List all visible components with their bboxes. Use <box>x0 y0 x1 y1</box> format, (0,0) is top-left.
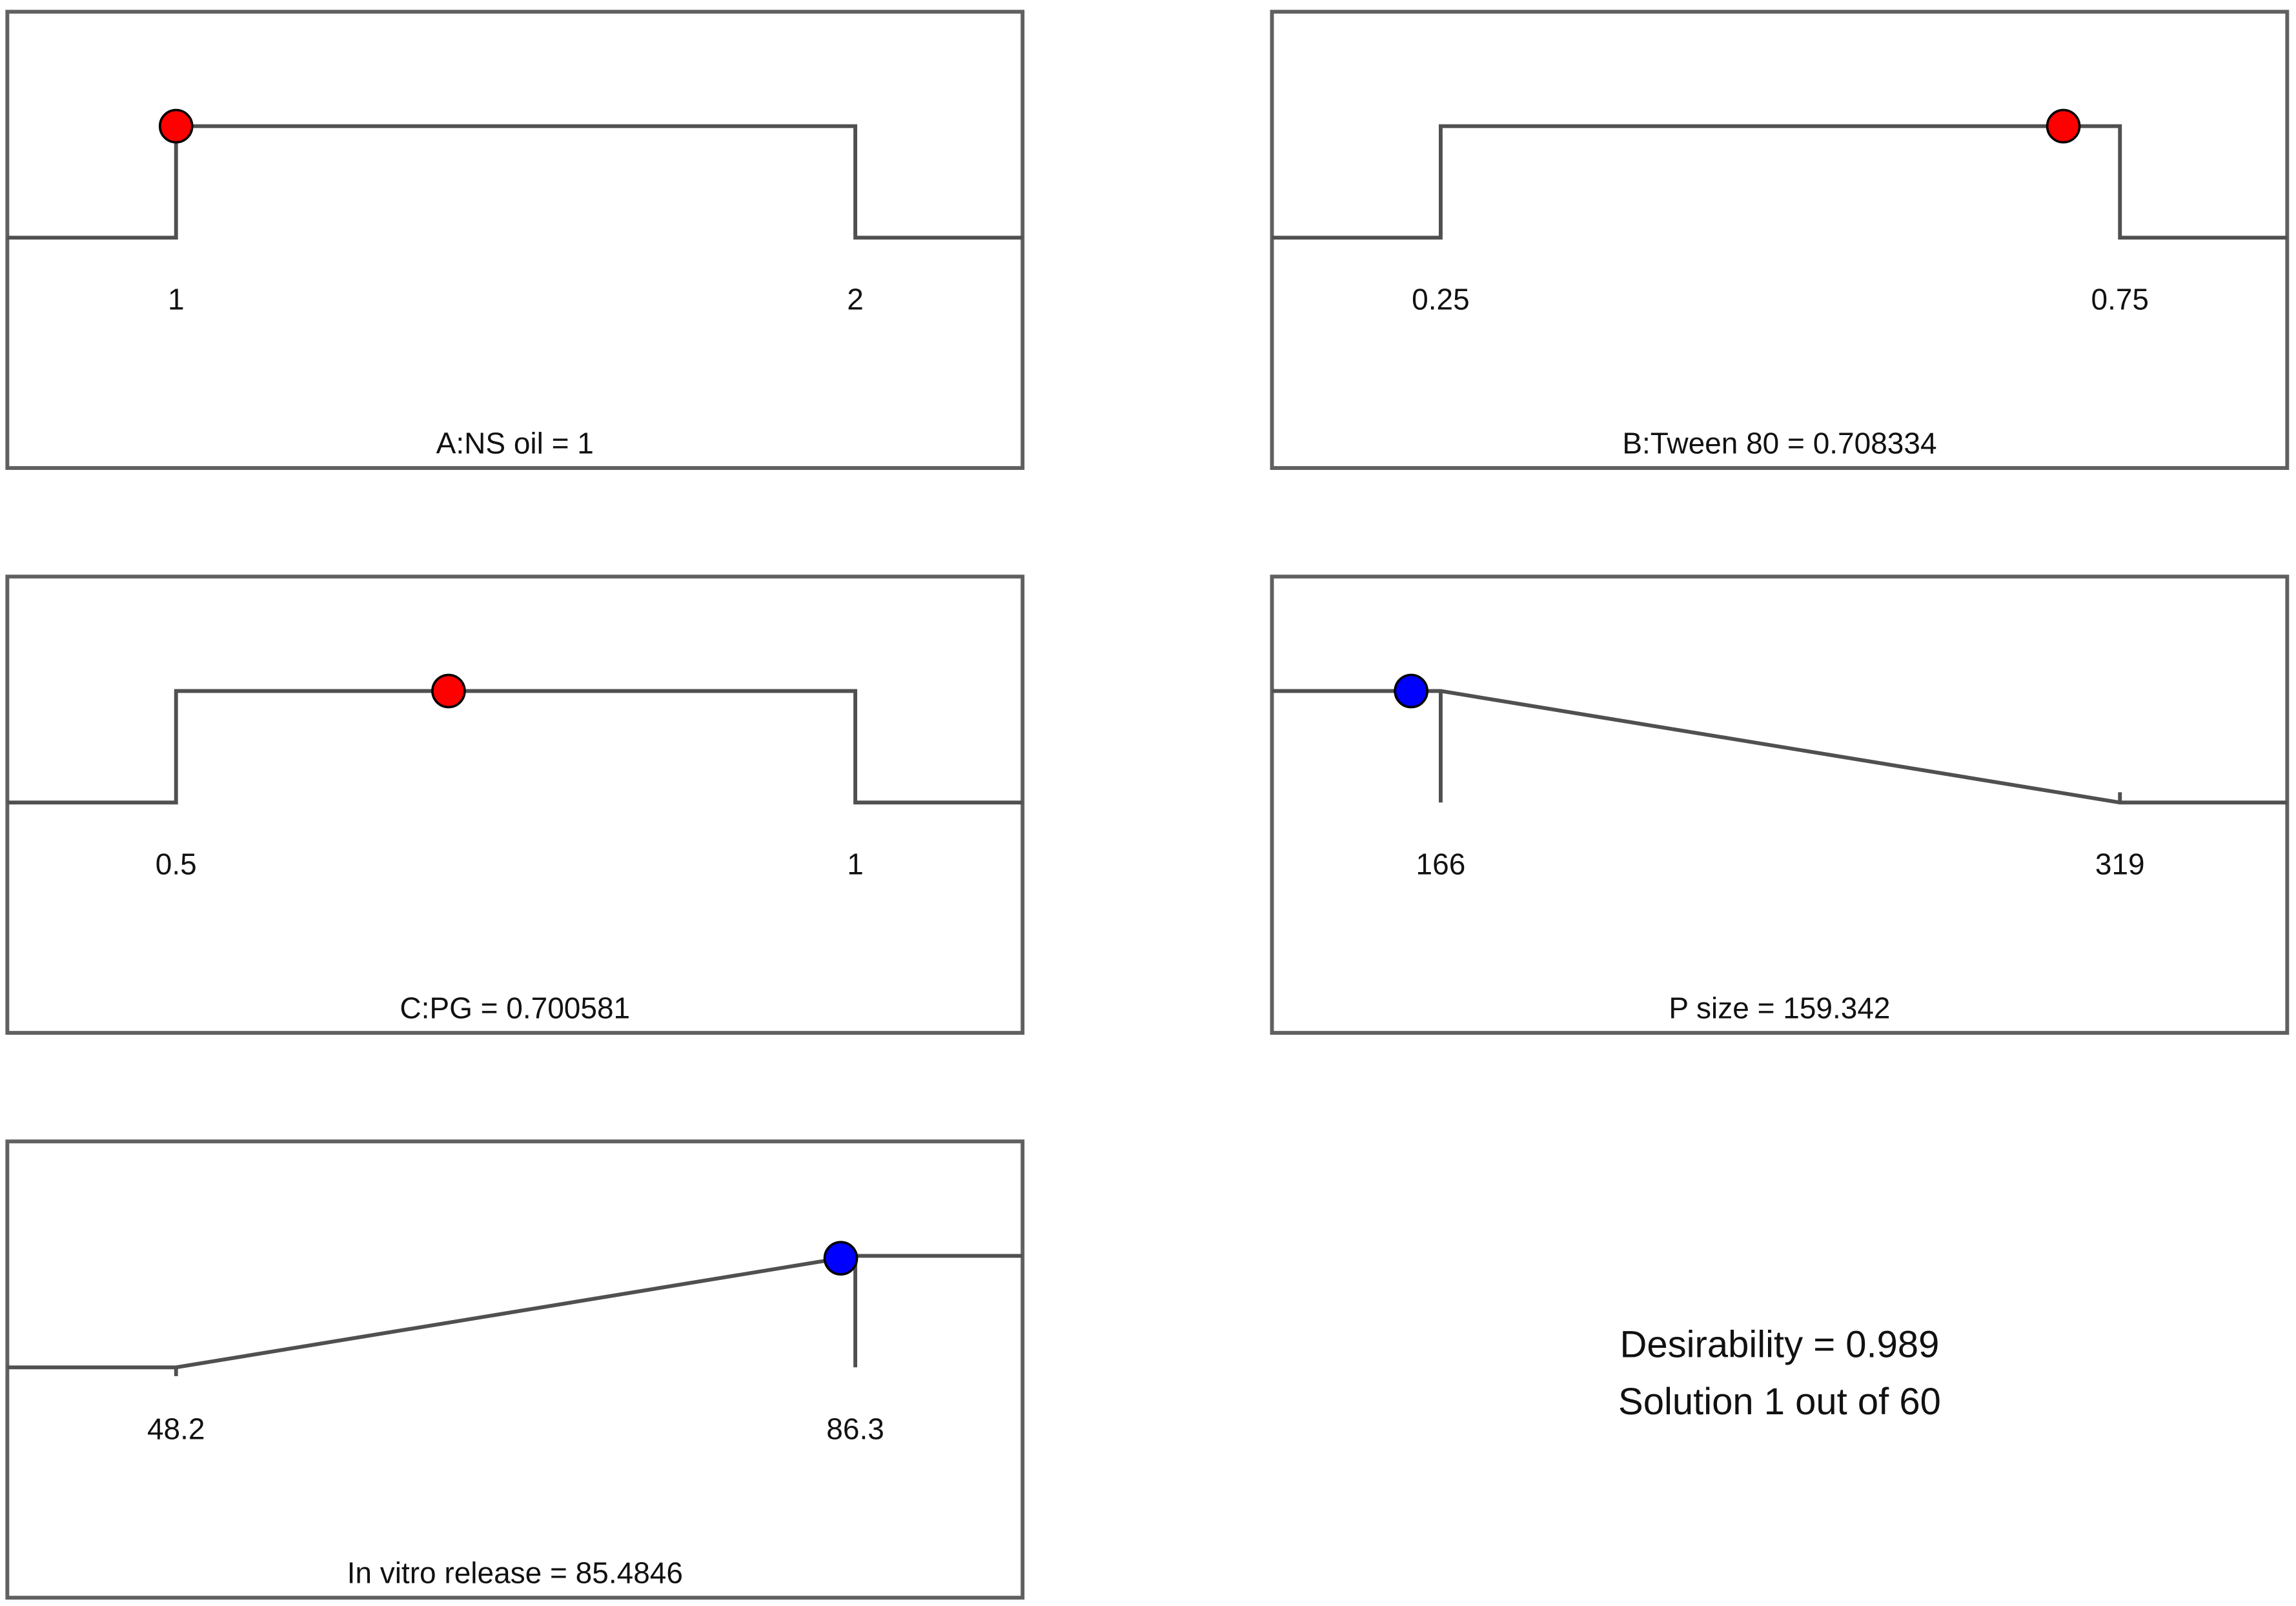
high-limit-label: 2 <box>847 283 864 316</box>
solution-label: Solution 1 out of 60 <box>1618 1381 1941 1423</box>
panel-in-vitro-release: 48.2 86.3 In vitro release = 85.4846 <box>5 1139 1025 1600</box>
panel-frame <box>5 1139 1025 1600</box>
current-value-point <box>1394 673 1428 709</box>
panel-frame <box>1270 574 2290 1035</box>
high-limit-label: 86.3 <box>826 1412 884 1446</box>
low-limit-label: 166 <box>1416 848 1466 881</box>
low-limit-label: 48.2 <box>147 1412 205 1446</box>
current-value-point <box>431 673 466 709</box>
high-limit-label: 1 <box>847 848 864 881</box>
panel-value-label: A:NS oil = 1 <box>436 426 594 460</box>
high-limit-label: 0.75 <box>2091 283 2149 316</box>
desirability-label: Desirability = 0.989 <box>1620 1323 1940 1365</box>
high-limit-label: 319 <box>2095 848 2145 881</box>
panel-frame <box>5 574 1025 1035</box>
desirability-ramp <box>1272 124 2288 240</box>
panel-value-label: B:Tween 80 = 0.708334 <box>1622 426 1936 460</box>
panel-frame <box>5 10 1025 470</box>
low-limit-label: 0.5 <box>156 848 197 881</box>
panel-frame <box>1270 10 2290 470</box>
current-value-point <box>823 1241 858 1276</box>
current-value-point <box>2046 108 2081 144</box>
current-value-point <box>158 108 194 144</box>
desirability-ramp <box>7 1254 1023 1370</box>
panel-b-tween-80: 0.25 0.75B:Tween 80 = 0.708334 <box>1270 10 2290 470</box>
desirability-ramp <box>7 689 1023 805</box>
panel-value-label: C:PG = 0.700581 <box>400 991 630 1024</box>
panel-c-pg: 0.5 1C:PG = 0.700581 <box>5 574 1025 1035</box>
panel-value-label: P size = 159.342 <box>1669 991 1890 1024</box>
panel-p-size: 166 319 P size = 159.342 <box>1270 574 2290 1035</box>
low-limit-label: 0.25 <box>1412 283 1470 316</box>
panel-value-label: In vitro release = 85.4846 <box>347 1556 683 1589</box>
low-limit-label: 1 <box>168 283 185 316</box>
desirability-ramp <box>7 124 1023 240</box>
panel-a-ns-oil: 1 2A:NS oil = 1 <box>5 10 1025 470</box>
desirability-ramp <box>1272 689 2288 805</box>
